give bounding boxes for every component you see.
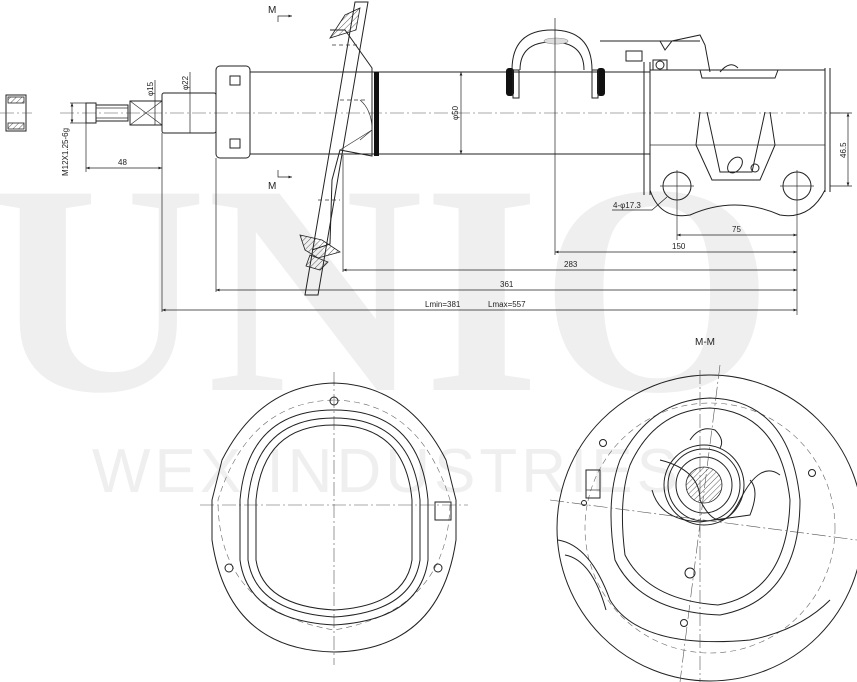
dimension-283: 283	[564, 260, 578, 269]
spring-seat-top-view	[200, 372, 468, 665]
nut	[0, 94, 32, 132]
dimension-361: 361	[500, 280, 514, 289]
watermark-logo: UNIO	[0, 123, 773, 455]
rod-diameter-dimension: φ15	[146, 81, 155, 96]
section-marker-bottom: M	[268, 181, 276, 192]
bracket-holes-label: 4-φ17.3	[613, 201, 641, 210]
knuckle-bracket	[643, 62, 831, 315]
rod-length-dimension: 48	[118, 158, 127, 167]
body-diameter-dimension: φ50	[451, 105, 460, 120]
side-view: M12X1.25-6g φ15 φ22 48 φ	[0, 1, 852, 315]
lmin-dimension: Lmin=381	[425, 300, 461, 309]
lmax-dimension: Lmax=557	[488, 300, 526, 309]
collar-diameter-dimension: φ22	[181, 75, 190, 90]
section-view-title: M-M	[695, 337, 715, 348]
section-m-m-view: M-M	[549, 337, 857, 682]
thread-dimension: M12X1.25-6g	[61, 128, 70, 176]
bracket-offset-dimension: 46.5	[839, 142, 848, 158]
section-marker-top: M	[268, 5, 276, 16]
watermark-company: WEX INDUSTRIES	[92, 437, 682, 506]
dimension-150: 150	[672, 242, 686, 251]
watermark: UNIO WEX INDUSTRIES	[0, 123, 773, 506]
hole-spacing-dimension: 75	[732, 225, 741, 234]
hose-clip	[506, 29, 605, 99]
spring-seat-profile	[299, 1, 373, 296]
